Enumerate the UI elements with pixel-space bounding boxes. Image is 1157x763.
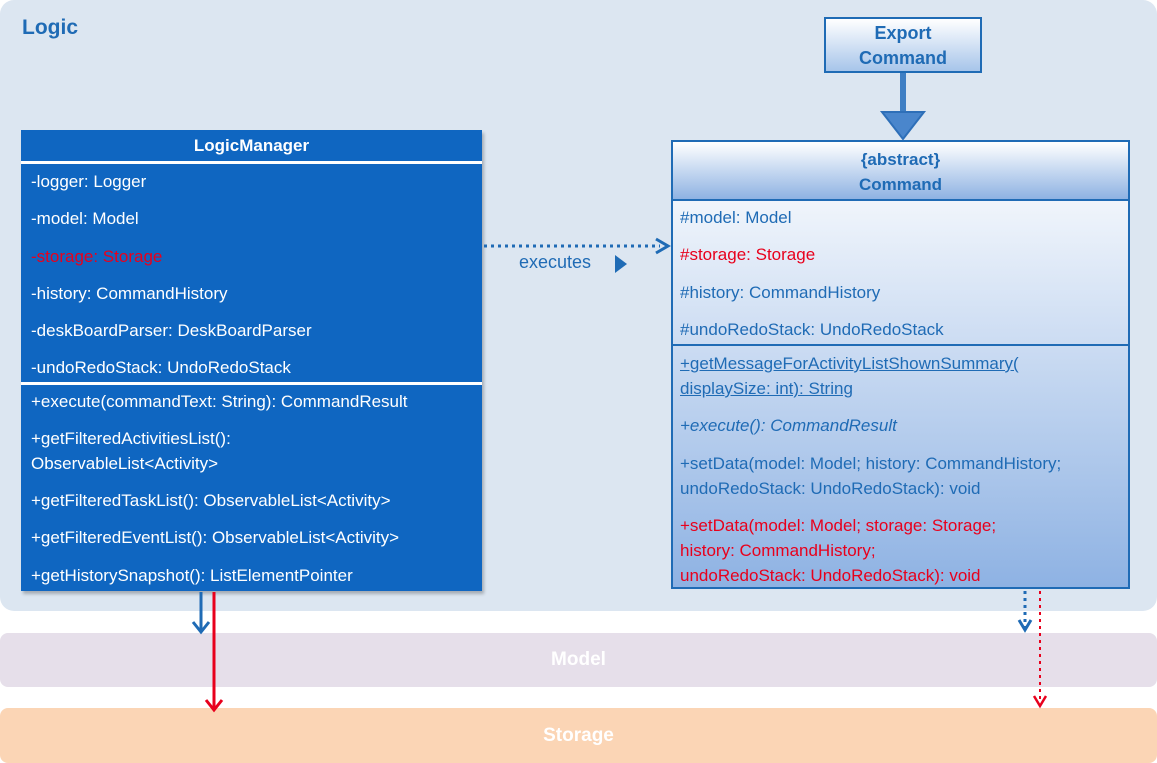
lm-method-get-filtered-activities-return: ObservableList<Activity>	[31, 454, 219, 473]
cmd-attribute-history: #history: CommandHistory	[680, 283, 881, 302]
cmd-attribute-storage: #storage: Storage	[680, 245, 816, 264]
cmd-method-get-message-params: displaySize: int): String	[680, 379, 853, 398]
command-header: {abstract} Command	[673, 142, 1128, 200]
lm-method-get-filtered-events: +getFilteredEventList(): ObservableList<…	[31, 528, 400, 547]
cmd-method-setdata-2-line3: undoRedoStack: UndoRedoStack): void	[680, 566, 981, 585]
cmd-method-setdata-2-line2: history: CommandHistory;	[680, 541, 876, 560]
lm-method-execute: +execute(commandText: String): CommandRe…	[31, 392, 408, 411]
cmd-method-setdata-1-line2: undoRedoStack: UndoRedoStack): void	[680, 479, 981, 498]
lm-method-get-filtered-activities: +getFilteredActivitiesList():	[31, 429, 231, 448]
cmd-attribute-undoredostack: #undoRedoStack: UndoRedoStack	[680, 320, 944, 339]
lm-attribute-undoredostack: -undoRedoStack: UndoRedoStack	[31, 358, 291, 377]
lm-attribute-logger: -logger: Logger	[31, 172, 147, 191]
model-component-band: Model	[0, 633, 1157, 687]
cmd-method-setdata-2-line1: +setData(model: Model; storage: Storage;	[680, 516, 997, 535]
lm-to-model-arrowhead-icon	[191, 621, 211, 635]
logic-label: Logic	[22, 16, 78, 39]
lm-method-get-history-snapshot: +getHistorySnapshot(): ListElementPointe…	[31, 566, 353, 585]
command-stereotype: {abstract}	[860, 150, 941, 169]
lm-attribute-storage: -storage: Storage	[31, 247, 163, 266]
executes-arrowhead-icon	[655, 237, 671, 255]
class-divider	[21, 161, 482, 164]
logic-manager-title: LogicManager	[193, 136, 310, 155]
command-title: Command	[858, 175, 943, 194]
command-class: {abstract} Command #model: Model #storag…	[671, 140, 1130, 589]
class-divider	[21, 382, 482, 385]
cmd-to-model-arrowhead-icon	[1017, 619, 1033, 633]
lm-attribute-parser: -deskBoardParser: DeskBoardParser	[31, 321, 312, 340]
export-command-line1: Export	[874, 23, 932, 43]
cmd-method-setdata-1-line1: +setData(model: Model; history: CommandH…	[680, 454, 1062, 473]
inheritance-triangle-icon	[879, 111, 927, 141]
cmd-attribute-model: #model: Model	[680, 208, 792, 227]
cmd-method-execute: +execute(): CommandResult	[680, 416, 897, 435]
executes-label: executes	[519, 252, 592, 272]
cmd-to-storage-arrowhead-icon	[1032, 695, 1048, 709]
export-command-line2: Command	[858, 48, 947, 68]
storage-component-band: Storage	[0, 708, 1157, 763]
direction-triangle-icon	[615, 255, 627, 273]
lm-method-get-filtered-tasks: +getFilteredTaskList(): ObservableList<A…	[31, 491, 391, 510]
lm-attribute-model: -model: Model	[31, 209, 139, 228]
logic-manager-class: LogicManager -logger: Logger -model: Mod…	[21, 130, 482, 591]
lm-attribute-history: -history: CommandHistory	[31, 284, 228, 303]
export-command-class: Export Command	[824, 17, 982, 73]
class-divider	[673, 199, 1128, 201]
class-divider	[673, 344, 1128, 346]
lm-to-storage-arrowhead-icon	[204, 699, 224, 713]
cmd-method-get-message: +getMessageForActivityListShownSummary(	[680, 354, 1019, 373]
